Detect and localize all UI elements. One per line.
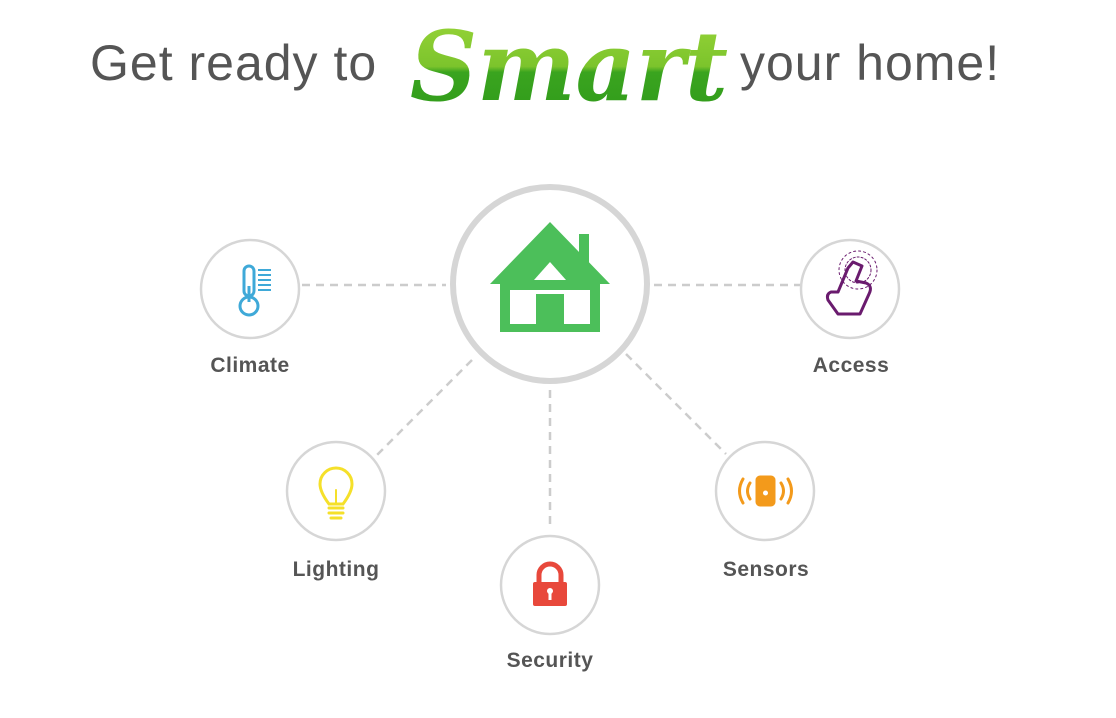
connector-sensors [625, 353, 727, 455]
access-label: Access [812, 354, 890, 377]
connector-lighting [375, 359, 473, 457]
climate-label: Climate [210, 354, 290, 377]
security-label: Security [506, 649, 594, 672]
svg-text:Smart: Smart [410, 10, 728, 116]
sensor-signal-icon [738, 475, 793, 507]
light-bulb-icon [318, 466, 354, 520]
lighting-label: Lighting [292, 558, 380, 581]
headline: Get ready to Smart your home! [0, 0, 1116, 130]
headline-suffix: your home! [740, 35, 1001, 91]
sensors-label: Sensors [722, 558, 810, 581]
access-node [799, 238, 901, 340]
sensors-node [714, 440, 816, 542]
house-icon [490, 222, 610, 332]
headline-smart-word: Smart [410, 10, 728, 116]
lighting-node [285, 440, 387, 542]
touch-hand-icon [825, 250, 878, 316]
hub-node [450, 184, 650, 384]
security-node [499, 534, 601, 636]
thermometer-icon [238, 264, 271, 317]
padlock-icon [533, 561, 567, 606]
climate-node [199, 238, 301, 340]
headline-prefix: Get ready to [90, 35, 378, 91]
